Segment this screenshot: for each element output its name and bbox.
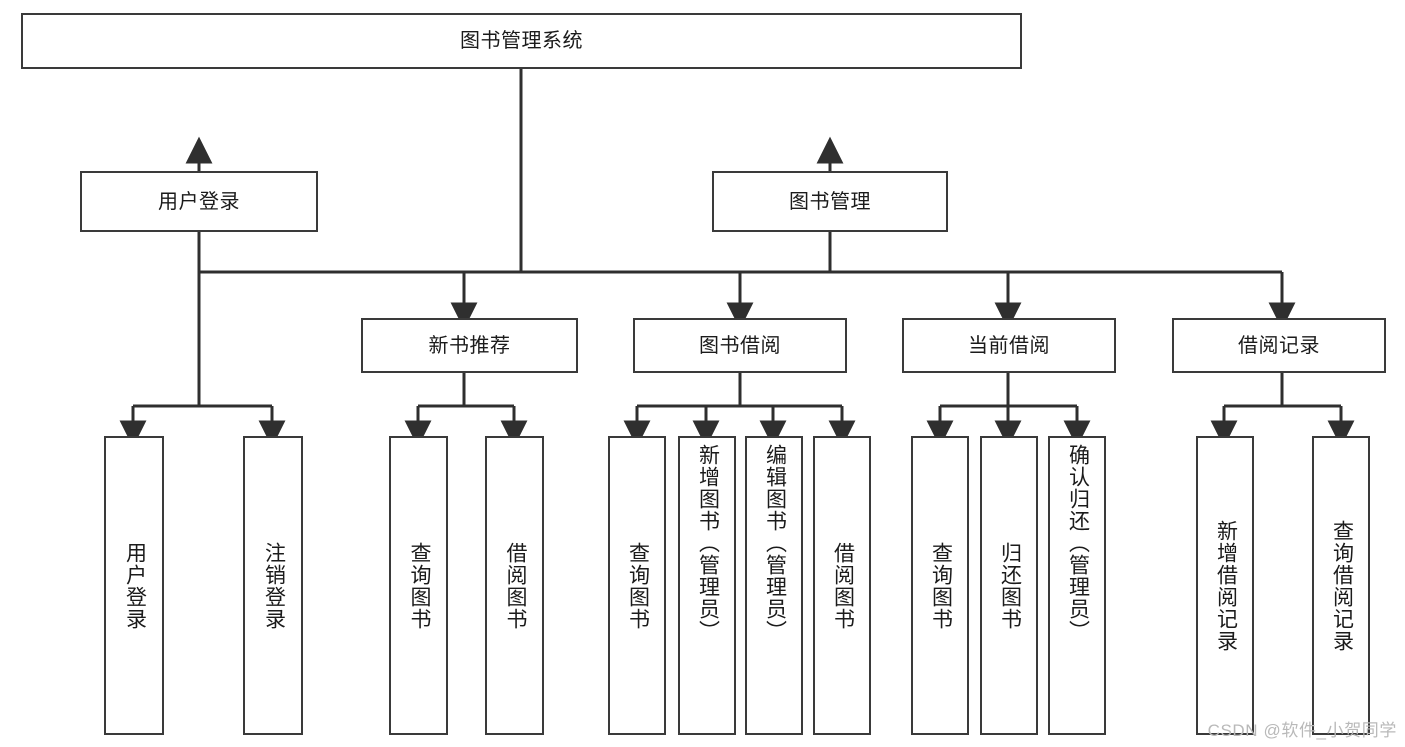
node-leaf-return-book[interactable]: 归还图书 — [980, 436, 1038, 735]
node-leaf-user-logout-label: 注销登录 — [262, 541, 286, 630]
node-root-label: 图书管理系统 — [460, 30, 583, 52]
node-leaf-user-logout[interactable]: 注销登录 — [243, 436, 303, 735]
node-leaf-query-book-2[interactable]: 查询图书 — [608, 436, 666, 735]
node-new-book-recommend-label: 新书推荐 — [428, 334, 511, 357]
node-book-borrow[interactable]: 图书借阅 — [633, 318, 847, 373]
node-leaf-query-book-2-label: 查询图书 — [626, 541, 650, 630]
node-leaf-borrow-book-1-label: 借阅图书 — [503, 541, 527, 630]
node-leaf-user-login[interactable]: 用户登录 — [104, 436, 164, 735]
node-book-manage-label: 图书管理 — [789, 190, 871, 213]
node-book-borrow-label: 图书借阅 — [699, 334, 781, 357]
node-leaf-query-book-1[interactable]: 查询图书 — [389, 436, 448, 735]
node-leaf-query-book-3-label: 查询图书 — [929, 541, 953, 630]
node-leaf-add-book[interactable]: 新增图书（管理员） — [678, 436, 736, 735]
node-leaf-return-book-label: 归还图书 — [998, 541, 1022, 630]
node-user-login[interactable]: 用户登录 — [80, 171, 318, 232]
node-current-borrow-label: 当前借阅 — [968, 334, 1050, 357]
node-leaf-add-book-label: 新增图书（管理员） — [696, 444, 720, 642]
node-leaf-query-book-3[interactable]: 查询图书 — [911, 436, 969, 735]
node-root-system[interactable]: 图书管理系统 — [21, 13, 1022, 69]
node-leaf-query-record[interactable]: 查询借阅记录 — [1312, 436, 1370, 735]
node-leaf-add-record-label: 新增借阅记录 — [1214, 519, 1238, 652]
node-leaf-add-record[interactable]: 新增借阅记录 — [1196, 436, 1254, 735]
node-borrow-record[interactable]: 借阅记录 — [1172, 318, 1386, 373]
node-book-manage[interactable]: 图书管理 — [712, 171, 948, 232]
node-leaf-user-login-label: 用户登录 — [123, 541, 147, 630]
node-leaf-query-book-1-label: 查询图书 — [407, 541, 431, 630]
node-leaf-confirm-return[interactable]: 确认归还（管理员） — [1048, 436, 1106, 735]
node-user-login-label: 用户登录 — [158, 190, 240, 213]
node-leaf-confirm-return-label: 确认归还（管理员） — [1066, 444, 1090, 642]
node-leaf-edit-book-label: 编辑图书（管理员） — [763, 444, 787, 642]
node-leaf-borrow-book-2[interactable]: 借阅图书 — [813, 436, 871, 735]
node-leaf-query-record-label: 查询借阅记录 — [1330, 519, 1354, 652]
watermark-text: CSDN @软件_小贺同学 — [1207, 721, 1397, 740]
node-leaf-borrow-book-2-label: 借阅图书 — [831, 541, 855, 630]
node-leaf-borrow-book-1[interactable]: 借阅图书 — [485, 436, 544, 735]
node-leaf-edit-book[interactable]: 编辑图书（管理员） — [745, 436, 803, 735]
node-new-book-recommend[interactable]: 新书推荐 — [361, 318, 578, 373]
node-borrow-record-label: 借阅记录 — [1238, 334, 1320, 357]
node-current-borrow[interactable]: 当前借阅 — [902, 318, 1116, 373]
